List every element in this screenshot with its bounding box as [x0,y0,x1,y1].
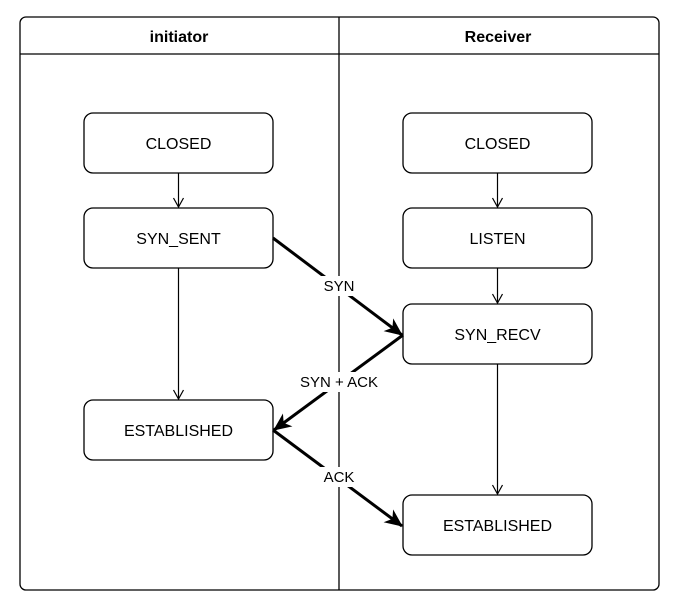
state-label-receiver-established: ESTABLISHED [443,518,552,535]
state-label-receiver-listen: LISTEN [469,231,525,248]
state-label-receiver-closed: CLOSED [465,136,531,153]
message-label-bg-syn-ack [290,372,388,392]
message-label-syn: SYN [324,278,355,295]
state-label-initiator-established: ESTABLISHED [124,423,233,440]
state-label-initiator-closed: CLOSED [146,136,212,153]
lane-title-receiver: Receiver [465,29,532,46]
message-label-syn-ack: SYN + ACK [300,374,378,391]
message-label-ack: ACK [324,469,355,486]
state-label-initiator-syn-sent: SYN_SENT [136,231,221,248]
state-label-receiver-syn-recv: SYN_RECV [454,327,541,344]
message-label-bg-syn [318,276,360,296]
lane-title-initiator: initiator [150,29,209,46]
message-label-bg-ack [318,467,360,487]
